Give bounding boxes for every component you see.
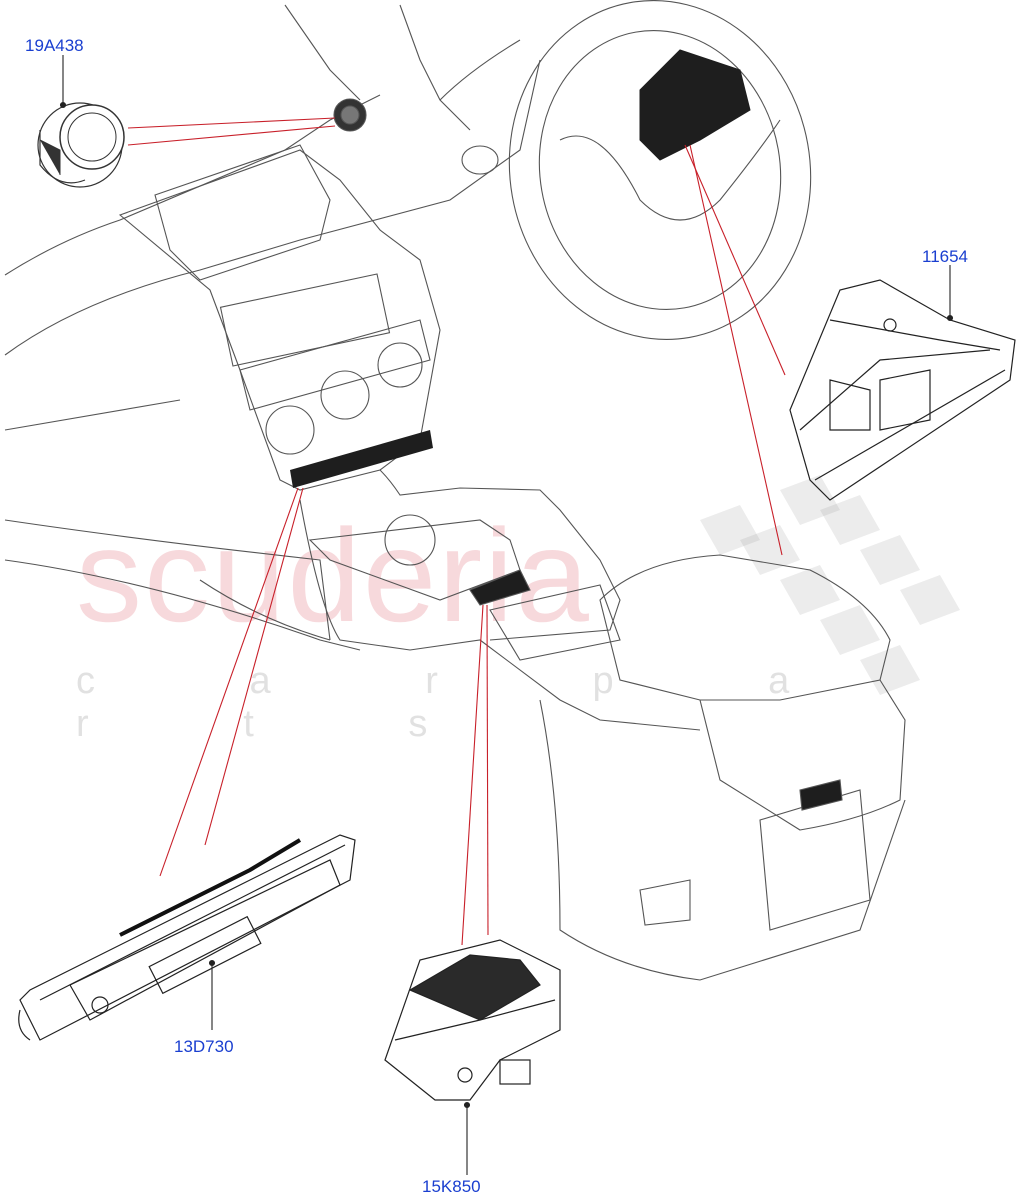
switch-pack-11654-part: [789, 279, 1016, 501]
dashboard-outline: [4, 0, 906, 981]
leader-lines: [127, 117, 786, 946]
watermark-tagline: c a r p a r t s: [76, 660, 862, 745]
label-pointers: [59, 55, 954, 1175]
part-label-center-switches[interactable]: 13D730: [174, 1037, 234, 1056]
part-label-switch-pack[interactable]: 11654: [922, 247, 969, 266]
center-stack-switch-strip: [290, 430, 433, 488]
part-label-console-switch[interactable]: 15K850: [422, 1177, 481, 1196]
checkered-flag-watermark: [700, 475, 960, 695]
console-switch-15k850-part: [384, 939, 561, 1101]
watermark-brand: scuderia: [76, 502, 591, 649]
center-switches-13d730-part: [18, 834, 356, 1041]
steering-switch-pack: [639, 49, 751, 161]
part-label-start-stop[interactable]: 19A438: [25, 36, 84, 55]
start-stop-button-part: [37, 102, 125, 188]
